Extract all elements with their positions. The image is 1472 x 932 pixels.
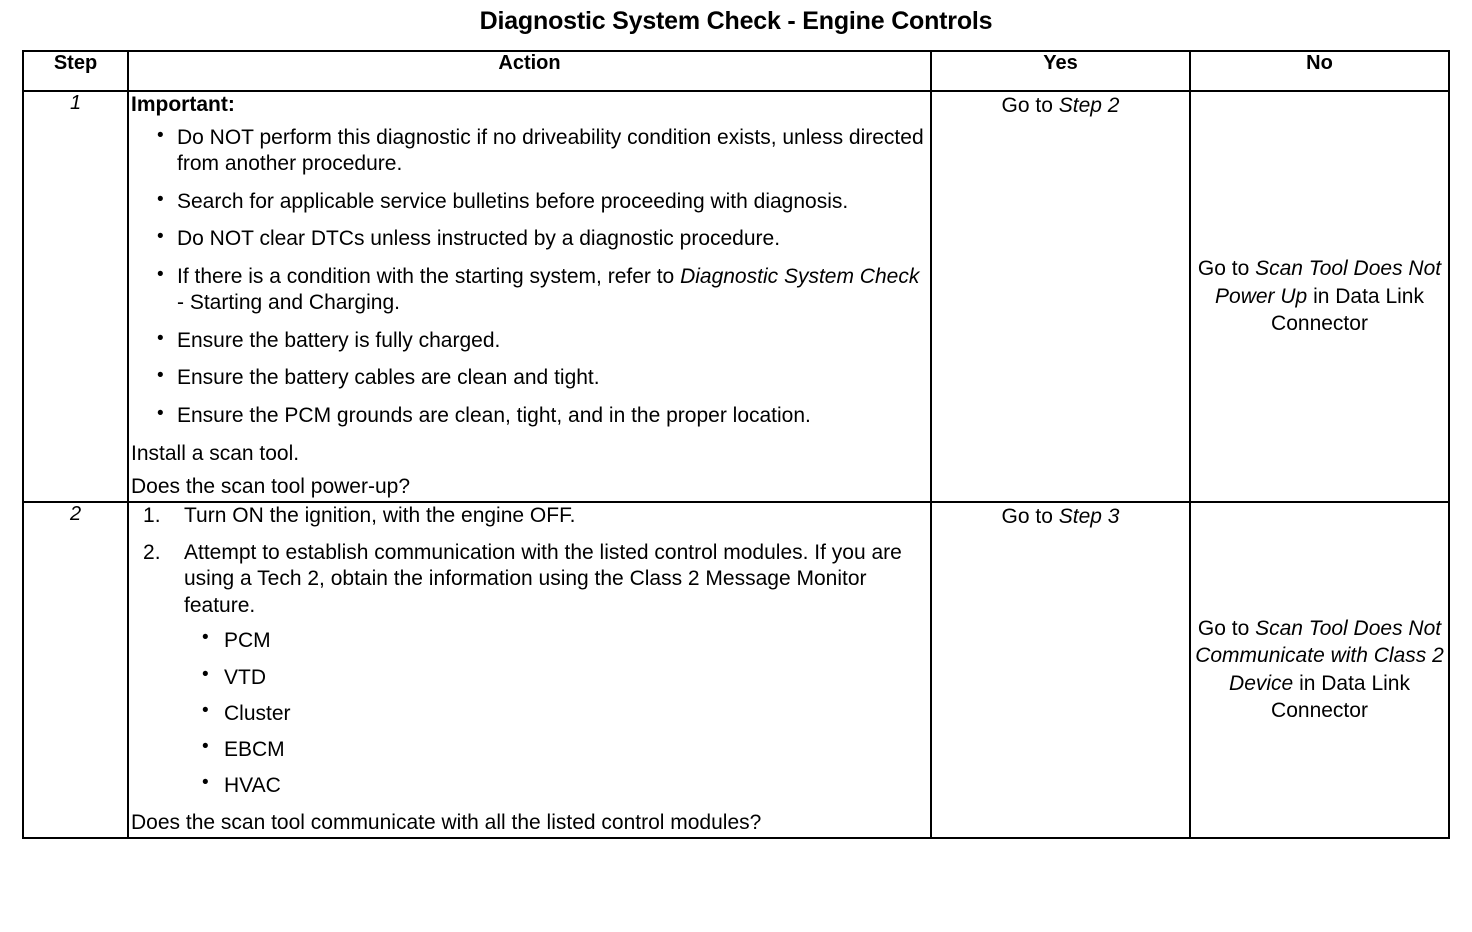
table-header: Step Action Yes No: [22, 50, 1450, 92]
no-reference-italic: Scan Tool Does Not Communicate with Clas…: [1195, 616, 1444, 695]
yes-text: Go to: [1001, 94, 1059, 117]
important-label: Important:: [131, 93, 235, 116]
table-row: 1 Important: Do NOT perform this diagnos…: [22, 90, 1450, 503]
action-instruction: Install a scan tool.: [131, 441, 300, 465]
column-header-action: Action: [127, 50, 932, 92]
column-header-no: No: [1189, 50, 1450, 92]
list-item: Do NOT perform this diagnostic if no dri…: [129, 124, 930, 178]
table-header-row: Step Action Yes No: [22, 50, 1450, 92]
action-question: Does the scan tool communicate with all …: [131, 811, 762, 835]
page-title: Diagnostic System Check - Engine Control…: [479, 7, 993, 35]
list-item: PCM: [184, 627, 930, 653]
list-item: Do NOT clear DTCs unless instructed by a…: [129, 225, 930, 252]
bullet-text: Ensure the PCM grounds are clean, tight,…: [177, 403, 811, 427]
module-name: HVAC: [224, 774, 281, 798]
list-item: Turn ON the ignition, with the engine OF…: [129, 503, 930, 530]
action-cell: Turn ON the ignition, with the engine OF…: [127, 500, 932, 839]
table-row: 2 Turn ON the ignition, with the engine …: [22, 500, 1450, 839]
list-item: Ensure the PCM grounds are clean, tight,…: [129, 401, 930, 429]
bullet-text: Search for applicable service bulletins …: [177, 189, 849, 213]
step-number: 2: [22, 500, 129, 839]
yes-text: Go to: [1001, 504, 1059, 528]
numbered-text: Turn ON the ignition, with the engine OF…: [184, 503, 576, 527]
control-module-list: PCM VTD Cluster EBCM HVAC: [184, 627, 930, 798]
bullet-text: Ensure the battery cables are clean and …: [177, 366, 600, 390]
yes-reference-italic: Step 3: [1058, 504, 1120, 528]
no-reference-italic: Scan Tool Does Not Power Up: [1215, 257, 1442, 308]
table-body: 1 Important: Do NOT perform this diagnos…: [22, 90, 1450, 839]
bullet-text: Do NOT clear DTCs unless instructed by a…: [177, 227, 781, 251]
list-item: Search for applicable service bulletins …: [129, 188, 930, 215]
step-number: 1: [22, 90, 129, 503]
bullet-text-tail: - Starting and Charging.: [177, 291, 400, 315]
module-name: EBCM: [224, 737, 285, 761]
list-item: Attempt to establish communication with …: [129, 540, 930, 798]
no-cell: Go to Scan Tool Does Not Power Up in Dat…: [1189, 90, 1450, 503]
action-numbered-list: Turn ON the ignition, with the engine OF…: [129, 503, 930, 799]
bullet-reference-italic: Diagnostic System Check: [680, 264, 920, 288]
yes-reference-italic: Step 2: [1058, 94, 1120, 117]
numbered-text: Attempt to establish communication with …: [184, 541, 902, 617]
diagnostic-table: Step Action Yes No 1 Important: Do NOT p…: [22, 50, 1450, 839]
list-item: Ensure the battery is fully charged.: [129, 327, 930, 354]
list-item: Cluster: [184, 700, 930, 726]
no-text: Go to: [1197, 257, 1256, 281]
no-text-tail: in Data Link Connector: [1271, 671, 1410, 722]
bullet-text: Ensure the battery is fully charged.: [177, 328, 501, 352]
no-text: Go to: [1197, 616, 1256, 640]
module-name: PCM: [224, 629, 271, 653]
list-item: VTD: [184, 664, 930, 690]
list-item: Ensure the battery cables are clean and …: [129, 364, 930, 391]
column-header-step: Step: [22, 50, 129, 92]
action-question: Does the scan tool power-up?: [131, 475, 410, 499]
no-cell: Go to Scan Tool Does Not Communicate wit…: [1189, 500, 1450, 839]
important-bullet-list: Do NOT perform this diagnostic if no dri…: [129, 124, 930, 429]
no-text-tail: in Data Link Connector: [1271, 284, 1424, 335]
module-name: Cluster: [224, 701, 291, 725]
module-name: VTD: [224, 665, 266, 689]
yes-cell: Go to Step 3: [930, 500, 1191, 839]
yes-cell: Go to Step 2: [930, 90, 1191, 503]
bullet-text: Do NOT perform this diagnostic if no dri…: [177, 125, 924, 176]
bullet-text: If there is a condition with the startin…: [177, 264, 681, 288]
list-item: EBCM: [184, 736, 930, 762]
action-cell: Important: Do NOT perform this diagnosti…: [127, 90, 932, 503]
column-header-yes: Yes: [930, 50, 1191, 92]
list-item: If there is a condition with the startin…: [129, 263, 930, 317]
list-item: HVAC: [184, 772, 930, 798]
